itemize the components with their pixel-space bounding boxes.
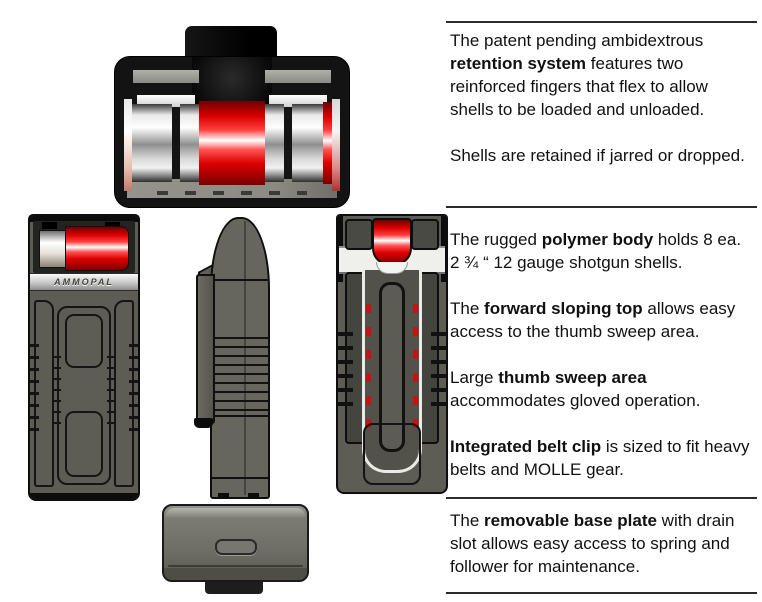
text-segment: The bbox=[450, 299, 485, 318]
retention-note-paragraph: Shells are retained if jarred or dropped… bbox=[450, 146, 745, 165]
seam-mid bbox=[212, 415, 268, 417]
text-segment: The patent pending ambidextrous bbox=[450, 31, 704, 50]
shell-wad-end bbox=[39, 230, 67, 268]
retention-paragraph: The patent pending ambidextrous retentio… bbox=[450, 29, 750, 121]
text-segment: is sized to fit heavy belts and MOLLE ge… bbox=[450, 437, 750, 479]
belt-clip-paragraph: Integrated belt clip is sized to fit hea… bbox=[450, 435, 750, 481]
plate-lower-edge bbox=[164, 568, 307, 580]
text-segment: allows easy access to the thumb sweep ar… bbox=[450, 299, 736, 341]
bottom-panel bbox=[363, 423, 421, 485]
shell-hull bbox=[65, 226, 129, 271]
divider-3 bbox=[446, 497, 757, 499]
base-foot-left bbox=[218, 493, 229, 499]
base-edge bbox=[30, 493, 138, 499]
housing-top-view bbox=[114, 56, 350, 208]
text-segment: Large bbox=[450, 368, 499, 387]
top-shell bbox=[372, 218, 412, 266]
polymer-body-term: polymer body bbox=[541, 230, 654, 249]
body-features-text-block: The rugged polymer body holds 8 ea. 2 ¾ … bbox=[450, 228, 750, 481]
grip-ribs-right bbox=[129, 344, 138, 440]
panel-window-bottom bbox=[65, 411, 103, 477]
text-segment: The rugged bbox=[450, 230, 542, 249]
polymer-body-paragraph: The rugged polymer body holds 8 ea. 2 ¾ … bbox=[450, 228, 750, 274]
retention-finger-left bbox=[345, 219, 373, 250]
text-segment: features two reinforced fingers that fle… bbox=[450, 54, 708, 119]
divider-1 bbox=[446, 21, 757, 23]
divider-2 bbox=[446, 206, 757, 208]
base-plate-text-block: The removable base plate with drain slot… bbox=[450, 509, 750, 578]
sloping-top-paragraph: The forward sloping top allows easy acce… bbox=[450, 297, 750, 343]
grip-ribs-left bbox=[30, 344, 39, 440]
grip-ribs-side bbox=[212, 337, 268, 411]
top-view-render bbox=[108, 26, 354, 208]
belt-clip-foot bbox=[194, 418, 213, 428]
retention-finger-left bbox=[133, 70, 199, 83]
base-foot-right bbox=[248, 493, 259, 499]
front-view-render: AMMOPAL bbox=[28, 214, 140, 501]
center-panel bbox=[57, 306, 111, 485]
belt-clip bbox=[196, 274, 215, 424]
base-plate-render bbox=[162, 504, 309, 596]
grip-ribs-left bbox=[338, 332, 353, 414]
shotgun-shell-top bbox=[132, 101, 333, 185]
integrated-belt-clip-term: Integrated belt clip bbox=[450, 437, 602, 456]
side-view-render bbox=[172, 212, 300, 499]
text-segment: with drain slot allows easy access to sp… bbox=[450, 511, 735, 576]
retention-finger-right bbox=[411, 219, 439, 250]
divider-4 bbox=[446, 592, 757, 594]
plate-highlight bbox=[166, 508, 305, 518]
seam-top bbox=[212, 279, 268, 281]
back-view-render bbox=[336, 214, 448, 494]
forward-sloping-top-term: forward sloping top bbox=[484, 299, 643, 318]
retention-cap-right bbox=[105, 222, 120, 229]
thumb-sweep-area-term: thumb sweep area bbox=[498, 368, 647, 387]
shell-stack-left bbox=[366, 304, 371, 436]
retention-cap-left bbox=[42, 222, 57, 229]
retention-text-block: The patent pending ambidextrous retentio… bbox=[450, 29, 750, 167]
retention-system-term: retention system bbox=[450, 54, 587, 73]
shell-stack-right bbox=[413, 304, 418, 436]
brand-logo-text: AMMOPAL bbox=[54, 277, 114, 287]
text-segment: accommodates gloved operation. bbox=[450, 391, 701, 410]
removable-base-plate-term: removable base plate bbox=[484, 511, 657, 530]
shell-window bbox=[33, 221, 135, 273]
shell-rim-right bbox=[332, 99, 340, 191]
panel-window-top bbox=[65, 314, 103, 368]
drain-slot bbox=[214, 539, 257, 555]
retention-finger-right bbox=[265, 70, 331, 83]
seam-base bbox=[212, 477, 268, 479]
plate-seam bbox=[168, 565, 303, 567]
text-segment: holds 8 ea. 2 ¾ “ 12 gauge shotgun shell… bbox=[450, 230, 742, 272]
thumb-sweep-paragraph: Large thumb sweep area accommodates glov… bbox=[450, 366, 750, 412]
body-profile bbox=[210, 217, 270, 499]
base-plate-paragraph: The removable base plate with drain slot… bbox=[450, 509, 750, 578]
top-edge bbox=[30, 216, 138, 222]
grip-ribs-right bbox=[431, 332, 446, 414]
shell-rim-left bbox=[124, 99, 132, 191]
brand-logo-band: AMMOPAL bbox=[30, 273, 138, 291]
base-plate bbox=[162, 504, 309, 582]
text-segment: The bbox=[450, 511, 485, 530]
